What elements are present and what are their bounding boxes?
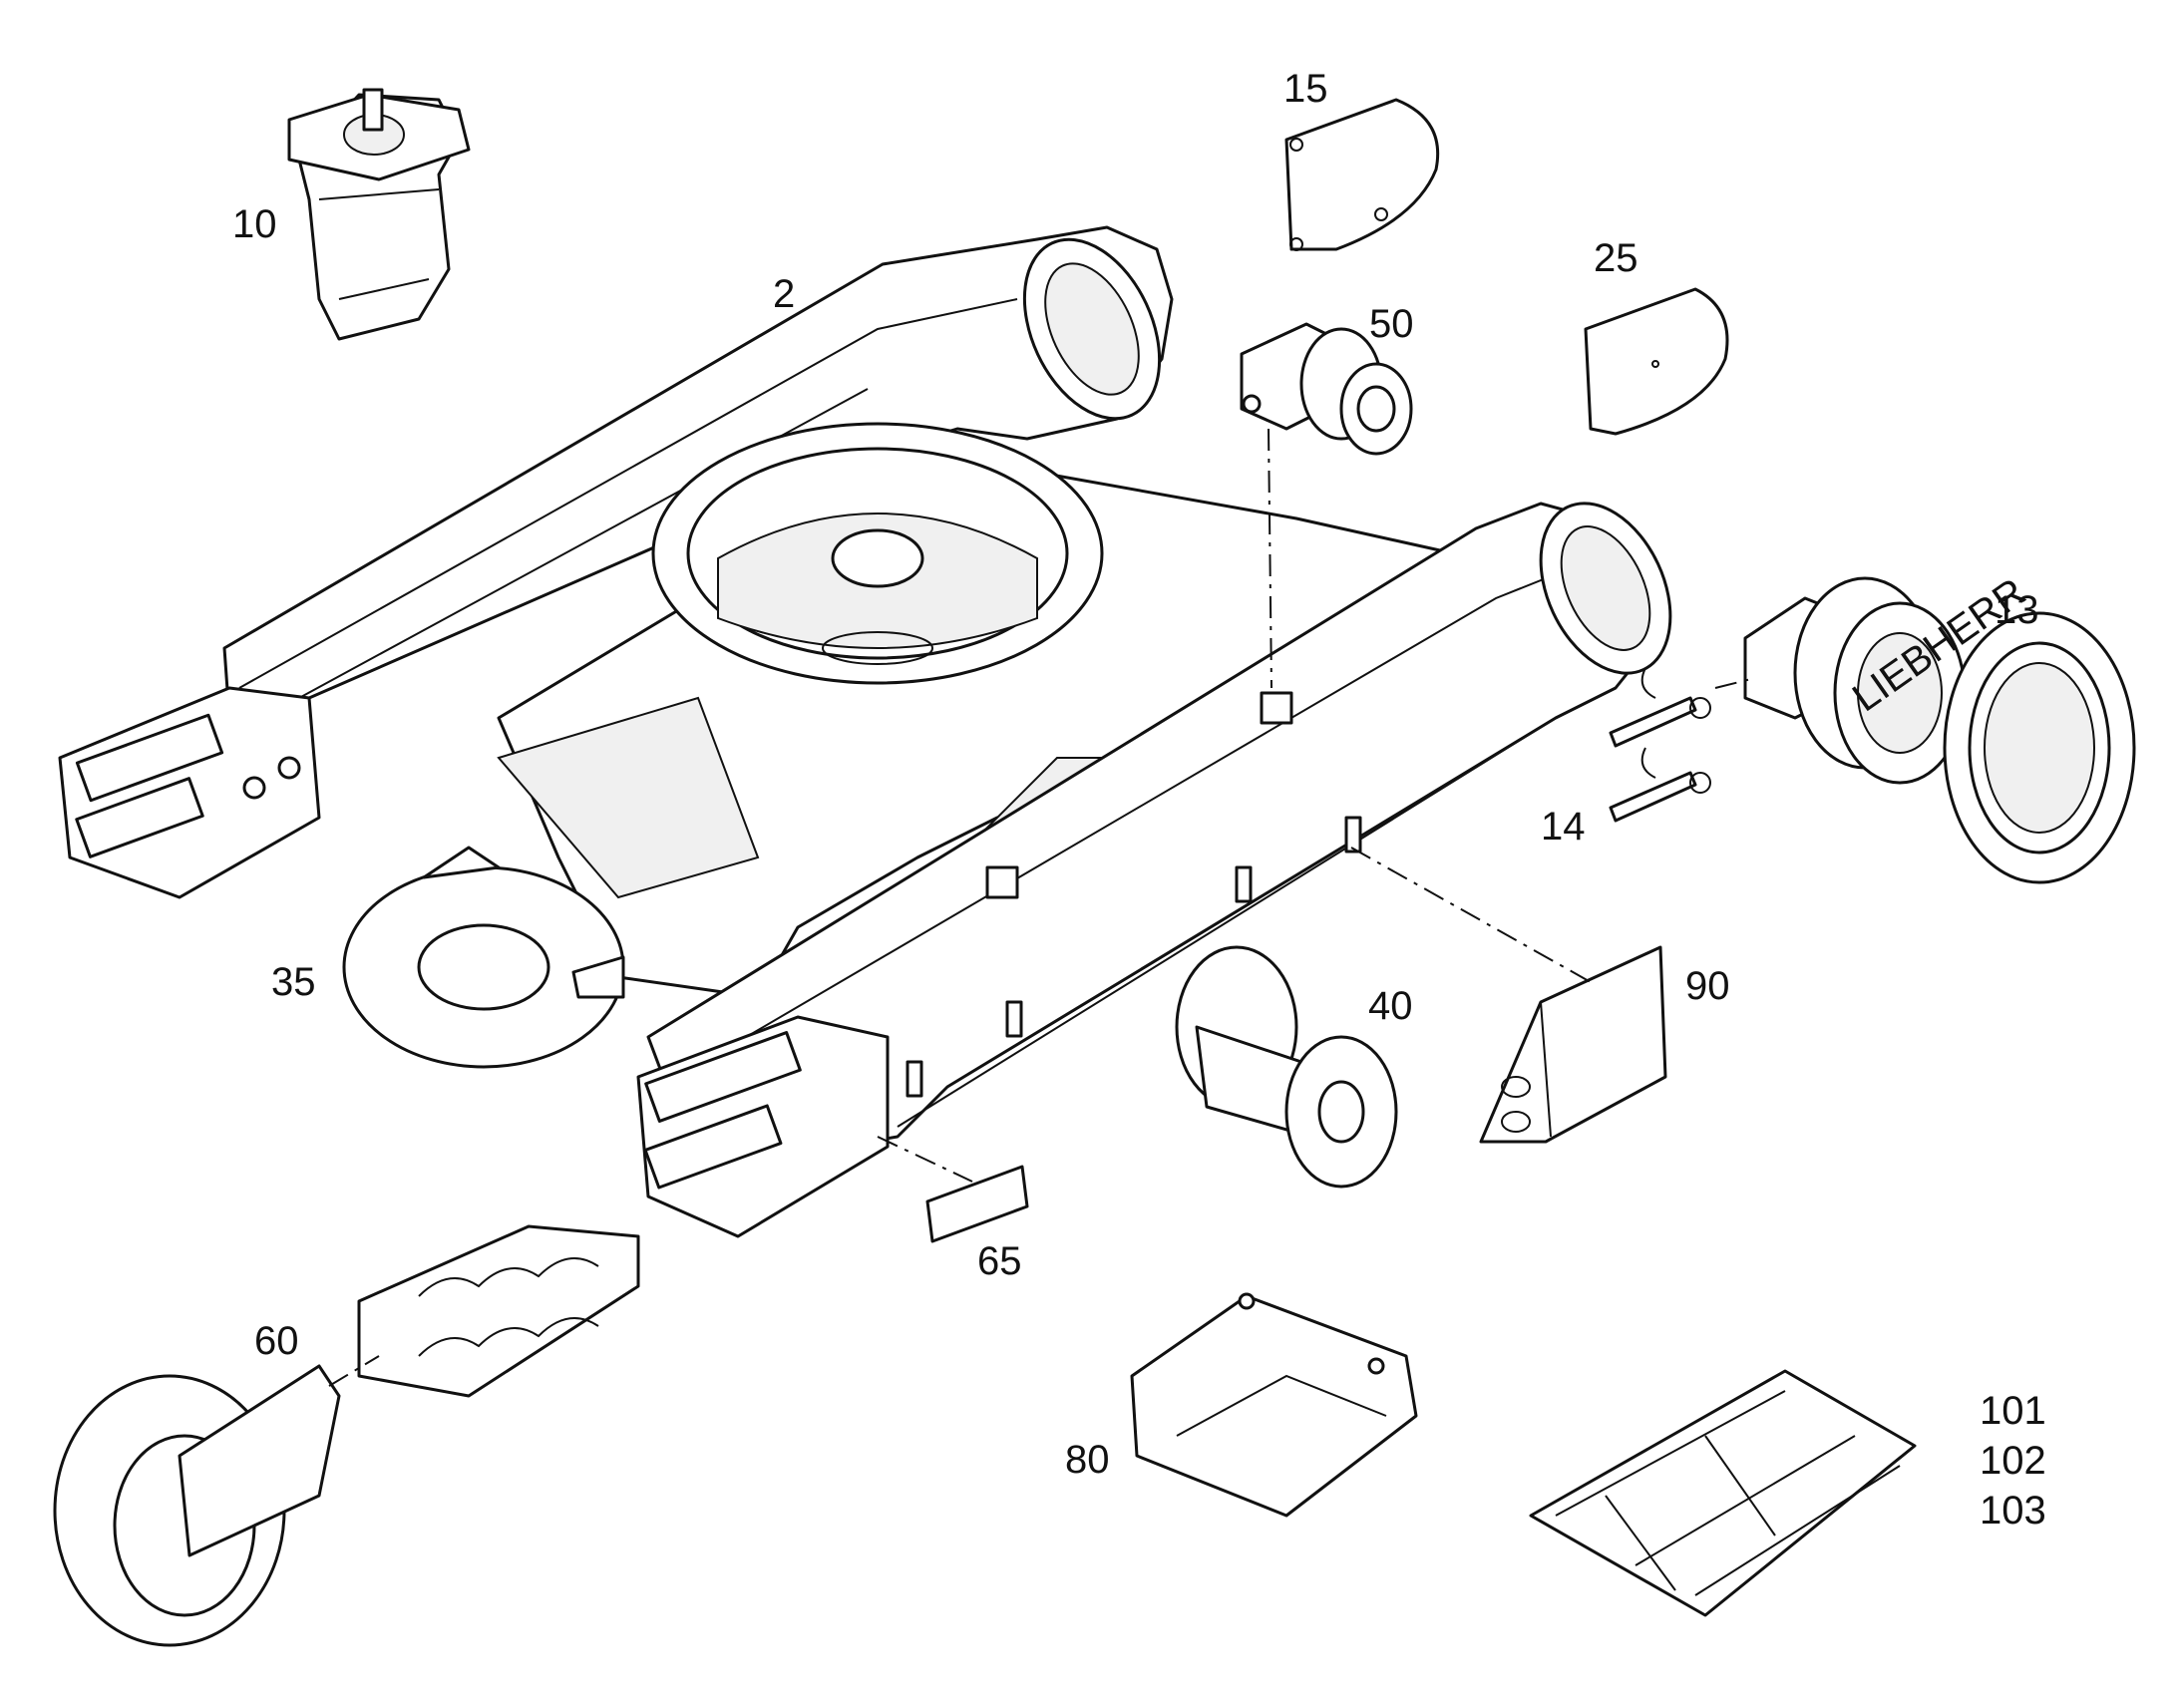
plate-part-35	[342, 846, 625, 1069]
plate-part-65	[925, 1165, 1029, 1243]
callout-103: 103	[1980, 1489, 2046, 1533]
callout-14: 14	[1541, 805, 1586, 849]
callout-80: 80	[1065, 1438, 1110, 1482]
carrier-roller-part-50	[1240, 322, 1413, 456]
leader-lines	[328, 428, 1756, 1387]
track-roller-part-40	[1175, 945, 1398, 1189]
callout-25: 25	[1594, 236, 1638, 280]
callout-labels: 2 10 13 14 15 25 35 40 50 60 65 80 90 10…	[232, 67, 2046, 1533]
callout-15: 15	[1283, 67, 1328, 111]
callout-13: 13	[1995, 588, 2039, 632]
swivel-joint-part-10	[287, 88, 471, 341]
travel-drive-part-13: LIEBHERR	[1743, 570, 2033, 785]
track-chain-parts-101-103	[1529, 1369, 1917, 1617]
callout-35: 35	[271, 960, 316, 1004]
callout-65: 65	[977, 1239, 1022, 1283]
sprocket	[1943, 611, 2136, 884]
callout-40: 40	[1368, 984, 1413, 1028]
undercarriage-frame-part-2	[58, 225, 1672, 1238]
callout-50: 50	[1369, 302, 1414, 346]
callout-10: 10	[232, 202, 277, 246]
callout-101: 101	[1980, 1389, 2046, 1433]
idler-tensioner-part-60	[53, 1224, 640, 1647]
callout-2: 2	[773, 272, 795, 316]
cover-part-25	[1584, 287, 1729, 436]
callout-102: 102	[1980, 1439, 2046, 1483]
callout-60: 60	[254, 1319, 299, 1363]
pins-part-14	[1609, 667, 1711, 823]
cover-part-15	[1284, 98, 1440, 251]
callout-90: 90	[1685, 964, 1730, 1008]
guard-plate-part-90	[1479, 945, 1667, 1144]
roller-guard-part-80	[1130, 1292, 1418, 1518]
